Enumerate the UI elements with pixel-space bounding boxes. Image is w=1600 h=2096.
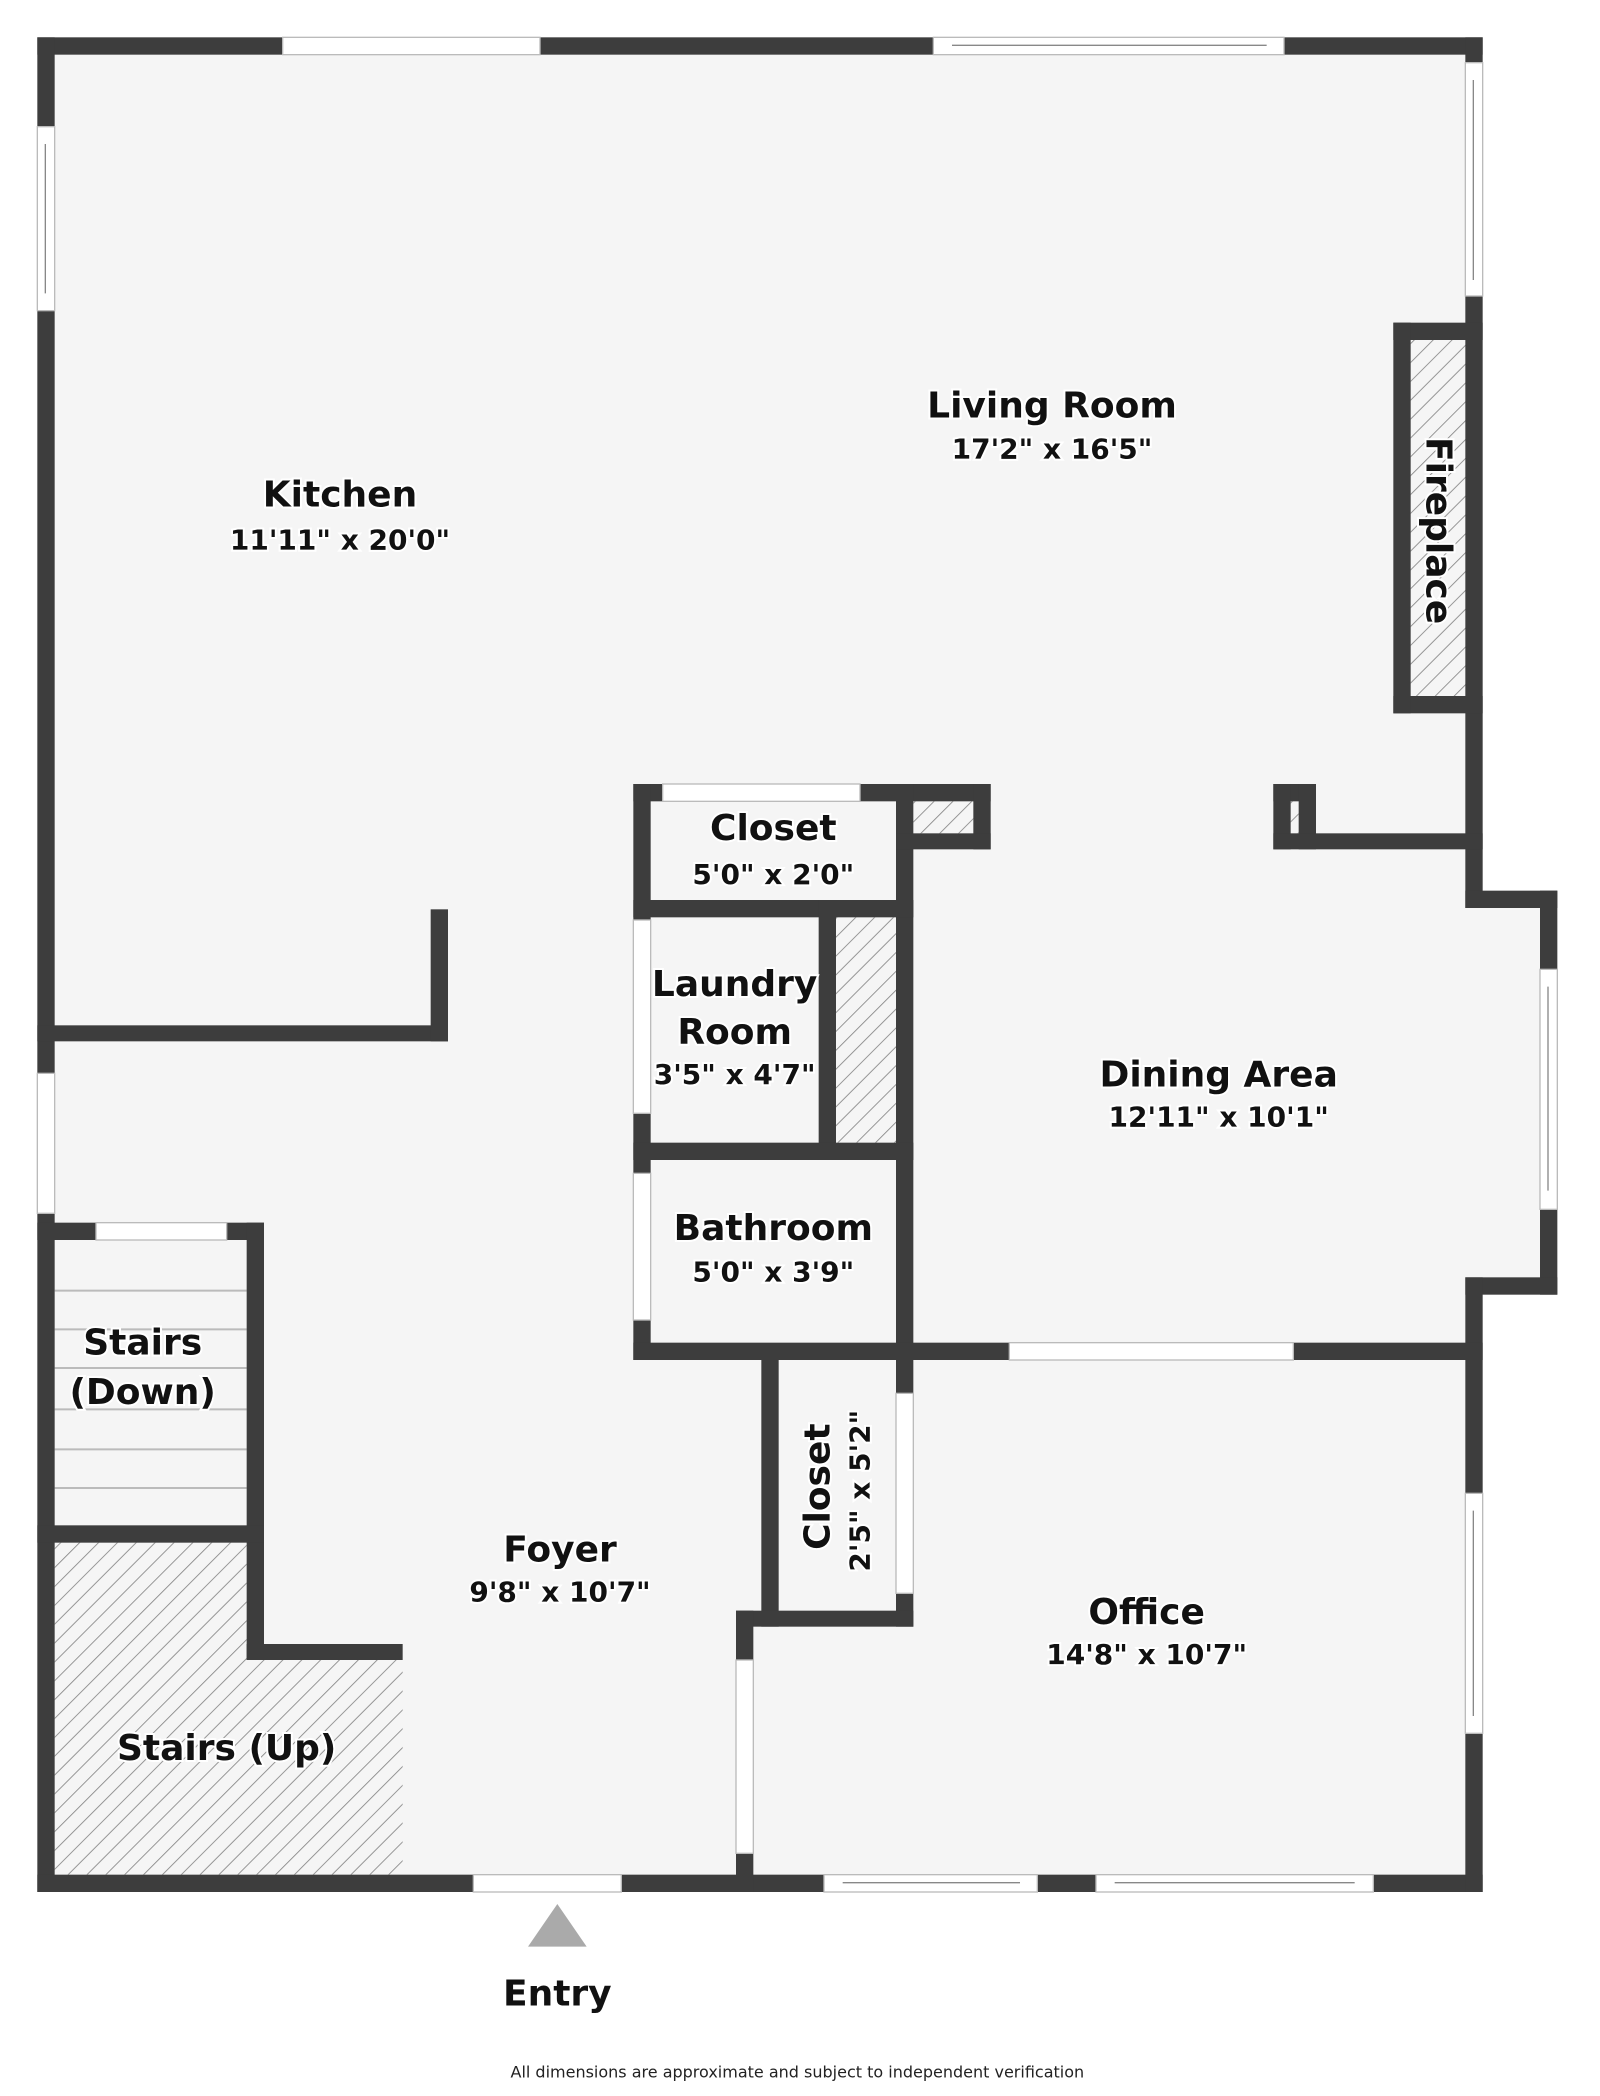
entry-arrow-icon <box>528 1904 587 1947</box>
closet-lower-dims: 2'5" x 5'2" <box>843 1410 876 1572</box>
stairs-up-label: Stairs (Up) <box>117 1728 336 1769</box>
fireplace-label: Fireplace <box>1418 437 1459 624</box>
stairs-down-label-line2: (Down) <box>69 1372 215 1413</box>
chase-box-small <box>1290 801 1299 834</box>
chase-box <box>913 801 974 834</box>
office-dims: 14'8" x 10'7" <box>1046 1638 1247 1671</box>
stairs-down-label-line1: Stairs <box>83 1323 202 1364</box>
living-room-dims: 17'2" x 16'5" <box>952 433 1153 466</box>
foyer-dims: 9'8" x 10'7" <box>469 1575 650 1608</box>
dining-label: Dining Area <box>1099 1055 1337 1096</box>
stairs-up-area <box>54 1542 403 1875</box>
closet-top-label: Closet <box>710 808 837 849</box>
dining-dims: 12'11" x 10'1" <box>1109 1101 1329 1134</box>
laundry-dims: 3'5" x 4'7" <box>654 1058 816 1091</box>
bathroom-dims: 5'0" x 3'9" <box>692 1255 854 1288</box>
laundry-chase <box>836 917 896 1143</box>
footer-disclaimer: All dimensions are approximate and subje… <box>511 2062 1085 2081</box>
laundry-label-line2: Room <box>677 1012 792 1053</box>
bathroom-label: Bathroom <box>674 1208 873 1249</box>
office-label: Office <box>1088 1592 1205 1633</box>
closet-top-dims: 5'0" x 2'0" <box>692 858 854 891</box>
laundry-label-line1: Laundry <box>652 964 817 1005</box>
entry-label: Entry <box>503 1973 612 2014</box>
foyer-label: Foyer <box>503 1529 617 1570</box>
floor-area <box>37 37 1558 1892</box>
kitchen-label: Kitchen <box>263 475 417 516</box>
closet-lower-label: Closet <box>797 1423 838 1550</box>
windows <box>36 36 1558 1893</box>
living-room-label: Living Room <box>927 385 1177 426</box>
kitchen-dims: 11'11" x 20'0" <box>230 523 450 556</box>
stairs-down-treads <box>54 1289 247 1489</box>
fireplace-hearth <box>1410 340 1467 696</box>
